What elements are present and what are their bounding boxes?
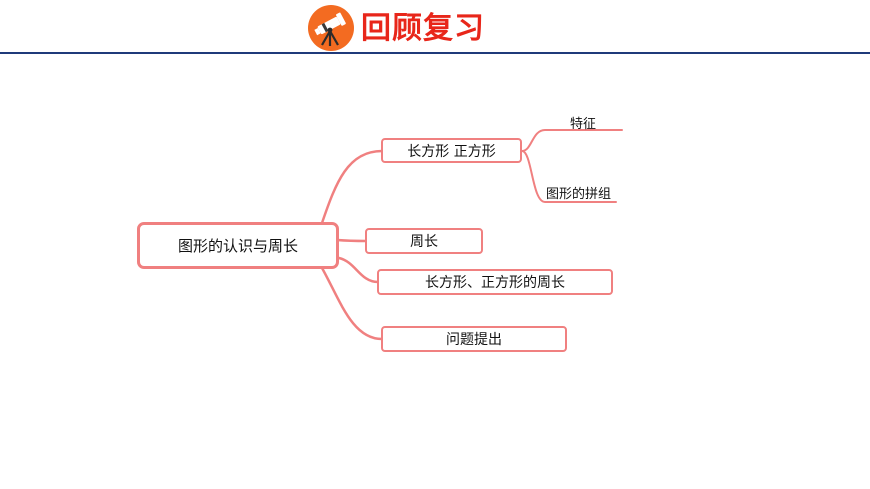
- leaf-features: 特征: [570, 117, 597, 132]
- leaf-shape-combination: 图形的拼组: [546, 187, 612, 202]
- connector-branch-3: [337, 256, 380, 284]
- branch-rectangle-square: 长方形 正方形: [381, 138, 522, 163]
- connector-leaf-2: [521, 150, 617, 203]
- branch-perimeter: 周长: [365, 228, 483, 254]
- connector-branch-2: [335, 238, 368, 243]
- branch-problem-posing: 问题提出: [381, 326, 567, 352]
- connector-branch-4: [320, 266, 384, 341]
- header-divider: [0, 52, 870, 54]
- connector-branch-1: [320, 149, 384, 225]
- page-title: 回顾复习: [361, 11, 485, 46]
- branch-rectangle-square-perimeter: 长方形、正方形的周长: [377, 269, 613, 295]
- telescope-icon: [308, 5, 354, 51]
- mindmap-root-node: 图形的认识与周长: [137, 222, 339, 269]
- connector-leaf-1: [521, 129, 623, 152]
